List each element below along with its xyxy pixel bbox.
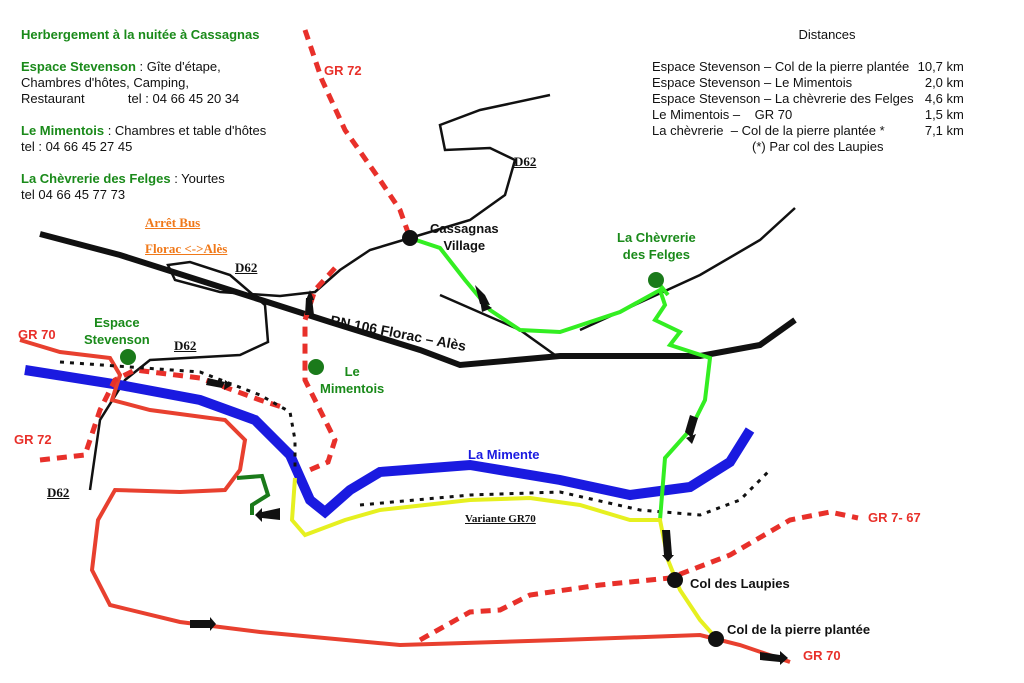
table-row: La chèvrerie – Col de la pierre plantée … xyxy=(652,123,964,139)
arrow-icon xyxy=(306,290,314,300)
km: 4,6 km xyxy=(924,91,964,106)
km: 10,7 km xyxy=(917,59,964,74)
marker-mimentois[interactable] xyxy=(308,359,324,375)
route: La chèvrerie – Col de la pierre plantée … xyxy=(652,123,885,138)
arrow-icon xyxy=(206,378,225,388)
lodging-desc: : Gîte d'étape, xyxy=(135,59,221,74)
lodging-info: Herbergement à la nuitée à Cassagnas Esp… xyxy=(21,27,266,219)
marker-chevrerie[interactable] xyxy=(648,272,664,288)
km: 1,5 km xyxy=(924,107,964,122)
route: Le Mimentois – GR 70 xyxy=(652,107,793,122)
distances-panel: Distances Espace Stevenson – Col de la p… xyxy=(652,27,1002,155)
direction-arrows xyxy=(190,285,780,662)
rn106-road xyxy=(39,231,797,369)
distances-note: (*) Par col des Laupies xyxy=(752,139,884,154)
table-row: Le Mimentois – GR 70 1,5 km xyxy=(652,107,964,123)
lodging-desc: : Chambres et table d'hôtes xyxy=(104,123,267,138)
arrow-icon xyxy=(255,508,262,522)
arrow-icon xyxy=(262,508,280,520)
arrow-icon xyxy=(210,617,216,631)
arrow-icon xyxy=(305,298,314,315)
label-col-pierre: Col de la pierre plantée xyxy=(727,622,871,637)
arrow-icon xyxy=(190,620,212,628)
lodging-mimentois: Le Mimentois : Chambres et table d'hôtes… xyxy=(21,123,266,155)
label-text: Cassagnas xyxy=(430,221,499,236)
arrow-icon xyxy=(224,380,232,390)
lodging-name: La Chèvrerie des Felges xyxy=(21,171,171,186)
lodging-desc: Chambres d'hôtes, Camping, xyxy=(21,75,189,90)
info-title: Herbergement à la nuitée à Cassagnas xyxy=(21,27,260,42)
lodging-espace: Espace Stevenson : Gîte d'étape,Chambres… xyxy=(21,59,266,107)
lodging-phone: tel : 04 66 45 27 45 xyxy=(21,139,133,154)
dark-green-trail xyxy=(236,473,271,515)
arrow-icon xyxy=(686,434,696,444)
label-gr72-top: GR 72 xyxy=(324,63,362,78)
distances-title: Distances xyxy=(798,27,856,42)
marker-espace-stevenson[interactable] xyxy=(120,349,136,365)
arrow-icon xyxy=(685,415,698,438)
arrow-icon xyxy=(662,555,674,562)
table-row: Espace Stevenson – Le Mimentois 2,0 km xyxy=(652,75,964,91)
label-d62: D62 xyxy=(174,338,197,353)
variante-black-dots xyxy=(359,468,772,517)
label-col-laupies: Col des Laupies xyxy=(690,576,790,591)
distances-table: Espace Stevenson – Col de la pierre plan… xyxy=(652,59,964,155)
marker-cassagnas[interactable] xyxy=(402,230,418,246)
lodging-name: Le Mimentois xyxy=(21,123,105,138)
lodging-desc: : Yourtes xyxy=(170,171,225,186)
gr72-trail-south xyxy=(302,266,338,475)
gr72-trail-north xyxy=(302,29,413,239)
table-row: Espace Stevenson – La chèvrerie des Felg… xyxy=(652,91,964,107)
label-text: Espace xyxy=(94,315,140,330)
table-row: Espace Stevenson – Col de la pierre plan… xyxy=(652,59,964,75)
label-bus-stop: Arrêt Bus xyxy=(145,215,201,230)
km: 7,1 km xyxy=(924,123,964,138)
label-text: des Felges xyxy=(622,247,690,262)
label-text: La Chèvrerie xyxy=(617,230,696,245)
label-gr70-left: GR 70 xyxy=(18,327,56,342)
marker-col-pierre[interactable] xyxy=(708,631,724,647)
arrow-icon xyxy=(480,300,492,312)
marker-col-laupies[interactable] xyxy=(667,572,683,588)
lodging-phone: Restaurant tel : 04 66 45 20 34 xyxy=(21,91,240,106)
arrow-icon xyxy=(780,651,788,665)
label-gr767: GR 7- 67 xyxy=(868,510,921,525)
label-text: Mimentois xyxy=(320,381,385,396)
arrow-icon xyxy=(760,652,780,662)
gr70-trail xyxy=(19,338,791,664)
lodging-name: Espace Stevenson xyxy=(21,59,136,74)
arrow-icon xyxy=(475,285,490,305)
d62-road-north xyxy=(409,93,551,240)
km: 2,0 km xyxy=(924,75,964,90)
label-text: Village xyxy=(443,238,486,253)
lodging-chevrerie: La Chèvrerie des Felges : Yourtes tel 04 … xyxy=(21,171,266,203)
label-d62: D62 xyxy=(47,485,70,500)
label-chevrerie: La Chèvrerie des Felges xyxy=(617,229,696,263)
arrow-icon xyxy=(662,530,672,555)
label-variante: Variante GR70 xyxy=(465,513,536,525)
label-d62: D62 xyxy=(514,154,537,169)
gr767-trail xyxy=(418,509,859,643)
yellow-trail xyxy=(289,477,718,640)
lodging-phone: tel 04 66 45 77 73 xyxy=(21,187,126,202)
label-text: Stevenson xyxy=(84,332,150,347)
label-d62: D62 xyxy=(235,260,258,275)
table-row: (*) Par col des Laupies xyxy=(652,139,964,155)
label-bus-line: Florac <->Alès xyxy=(145,241,228,256)
gr72-trail-west xyxy=(39,367,286,463)
label-text: Le xyxy=(344,364,360,379)
label-gr70-right: GR 70 xyxy=(803,648,841,663)
river-la-mimente xyxy=(24,365,755,519)
gr72-black-dots xyxy=(59,360,297,470)
route: Espace Stevenson – Col de la pierre plan… xyxy=(652,59,910,74)
label-river: La Mimente xyxy=(468,447,540,462)
route: Espace Stevenson – La chèvrerie des Felg… xyxy=(652,91,914,106)
route: Espace Stevenson – Le Mimentois xyxy=(652,75,853,90)
label-gr72-left: GR 72 xyxy=(14,432,52,447)
